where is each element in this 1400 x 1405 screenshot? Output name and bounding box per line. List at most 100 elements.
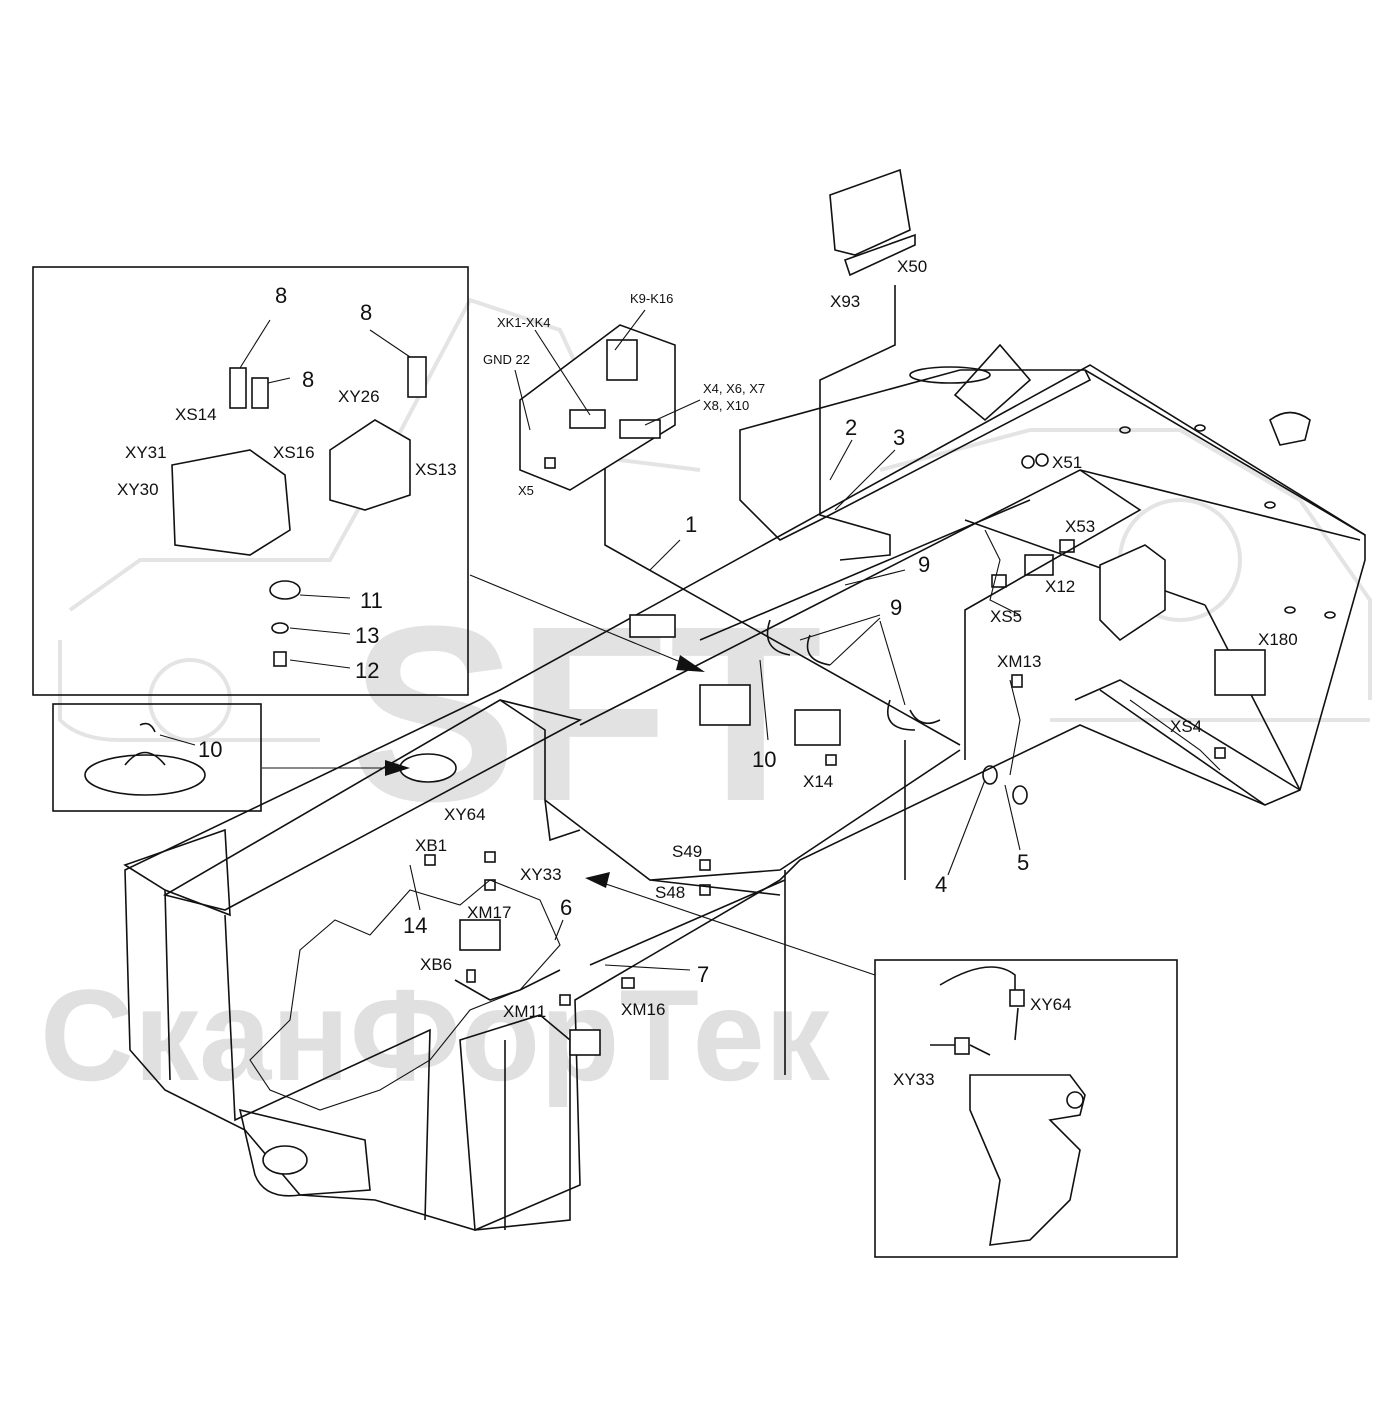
- tow-eye-hole: [262, 1145, 308, 1175]
- label-xs14: XS14: [175, 405, 217, 424]
- callout-9a: 9: [918, 552, 930, 577]
- relay-block-k9-k16: [606, 339, 638, 381]
- leader-2: [829, 439, 853, 481]
- x51-terminal: [1035, 453, 1049, 467]
- valve-block-right: [329, 419, 411, 511]
- callout-8c: 8: [360, 300, 372, 325]
- xb1-plug: [424, 854, 436, 866]
- chassis-left-wall: [123, 828, 431, 1221]
- label-x50: X50: [897, 257, 927, 276]
- mount-hole: [1119, 426, 1131, 434]
- clip-10: [124, 722, 166, 766]
- components: [399, 343, 1266, 1056]
- leader-9b: [799, 614, 906, 706]
- leader-gnd22: [514, 369, 531, 431]
- s49-switch: [699, 859, 711, 871]
- connector-block-x4-x10: [619, 419, 661, 439]
- watermark-brand: SFT: [350, 574, 822, 853]
- relay-unit: [699, 684, 751, 726]
- label-x93: X93: [830, 292, 860, 311]
- detail-cable-xy64: [939, 966, 1019, 1041]
- leader-lines: [409, 309, 1021, 971]
- chassis-crossmember: [784, 679, 1301, 1075]
- label-x53: X53: [1065, 517, 1095, 536]
- label-xs4: XS4: [1170, 717, 1202, 736]
- label-xy26: XY26: [338, 387, 380, 406]
- sensor-cap-8b: [251, 377, 269, 409]
- xs5-plug: [991, 574, 1007, 588]
- label-inset-xy33: XY33: [893, 1070, 935, 1089]
- watermark-company: СканФорТек: [40, 962, 831, 1108]
- callout-6: 6: [560, 895, 572, 920]
- chassis-inner-channel: [499, 499, 1031, 896]
- xm16-plug: [621, 977, 635, 989]
- rear-vent: [909, 366, 991, 384]
- mount-hole: [1324, 611, 1336, 619]
- harness-cable-front: [454, 879, 786, 1001]
- clip-base-plate: [84, 754, 206, 796]
- inset-frame-clip: [52, 703, 262, 812]
- label-xm17: XM17: [467, 903, 511, 922]
- label-xm16: XM16: [621, 1000, 665, 1019]
- x180-box: [1214, 649, 1266, 696]
- arrow-inset-to-xy: [599, 881, 876, 976]
- connector-5: [1012, 785, 1028, 805]
- label-inset-xy64: XY64: [1030, 995, 1072, 1014]
- label-x12: X12: [1045, 577, 1075, 596]
- leader-3: [834, 449, 896, 511]
- label-xy64: XY64: [444, 805, 486, 824]
- leader-x4-x10: [644, 399, 701, 426]
- xy64-plug: [484, 851, 496, 863]
- callout-5: 5: [1017, 850, 1029, 875]
- label-xs13: XS13: [415, 460, 457, 479]
- main-harness: [454, 285, 1221, 1001]
- harness-cable-2: [819, 285, 896, 561]
- ecu-module: [829, 168, 916, 277]
- xb6-plug: [466, 969, 476, 983]
- inset-frame-detail: [874, 959, 1178, 1258]
- callout-numbers: 1 2 3 4 5 6 7 9 9 10 14: [403, 415, 1029, 987]
- callout-1: 1: [685, 512, 697, 537]
- label-s48: S48: [655, 883, 685, 902]
- leader-5: [1004, 784, 1021, 851]
- junction-plate: [629, 614, 676, 638]
- xy64-detail-plug: [1009, 989, 1025, 1007]
- xm11-plug: [559, 994, 571, 1006]
- label-xs16: XS16: [273, 443, 315, 462]
- leader-k9-k16: [614, 309, 646, 351]
- leader-9a: [844, 569, 906, 586]
- ecu-bracket: [843, 233, 916, 277]
- callout-14: 14: [403, 913, 427, 938]
- chassis-longitudinal-beam: [579, 469, 1361, 791]
- label-x5: X5: [518, 483, 534, 498]
- relay-block-xk1-xk4: [569, 409, 606, 429]
- callout-7: 7: [697, 962, 709, 987]
- detail-valve-body: [969, 1074, 1086, 1246]
- label-xm11: XM11: [503, 1002, 546, 1021]
- xy33-detail-plug: [954, 1037, 970, 1055]
- leader-xk1-xk4: [534, 329, 591, 416]
- callout-9b: 9: [890, 595, 902, 620]
- label-x4-x7: X4, X6, X7: [703, 381, 765, 396]
- sensor-cap-8a: [229, 367, 247, 409]
- chassis-rear-lug: [1269, 411, 1311, 446]
- rear-bracket: [953, 343, 1032, 422]
- leader-14: [409, 864, 421, 911]
- xy33-plug: [484, 879, 496, 891]
- harness-cable-rear: [984, 529, 1221, 776]
- label-xm13: XM13: [997, 652, 1041, 671]
- label-xy30: XY30: [117, 480, 159, 499]
- bolt-12: [273, 651, 287, 667]
- label-xy31: XY31: [125, 443, 167, 462]
- label-xk1-xk4: XK1-XK4: [497, 315, 550, 330]
- xm16-sensor: [569, 1029, 601, 1056]
- callout-8a: 8: [275, 283, 287, 308]
- label-xy33: XY33: [520, 865, 562, 884]
- leader-6: [554, 919, 564, 941]
- x53-plug: [1059, 539, 1075, 553]
- arrow-head: [385, 760, 410, 776]
- inset-frame-valve: [32, 266, 469, 696]
- label-x180: X180: [1258, 630, 1298, 649]
- mount-hole: [1264, 501, 1276, 509]
